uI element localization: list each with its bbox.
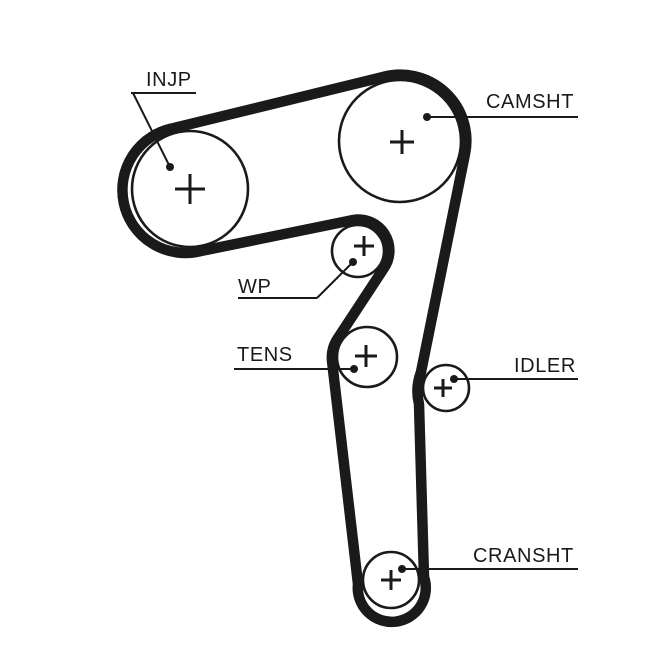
camsht-pulley-circle <box>337 78 463 204</box>
callout-injp: INJP <box>131 69 196 171</box>
cransht-center-cross-icon <box>381 570 401 590</box>
injp-leader-dot <box>166 163 174 171</box>
pulley-idler <box>421 363 471 413</box>
injp-pulley-circle <box>130 129 250 249</box>
pulley-camsht <box>337 78 463 204</box>
callout-camsht: CAMSHT <box>423 91 578 121</box>
pulley-cransht <box>361 550 421 610</box>
tens-pulley-circle <box>335 325 399 389</box>
tens-label: TENS <box>237 344 293 366</box>
pulley-injp <box>130 129 250 249</box>
idler-pulley-circle <box>421 363 471 413</box>
idler-label: IDLER <box>514 355 576 377</box>
injp-leader-line <box>131 92 196 168</box>
tens-center-cross-icon <box>355 345 377 367</box>
pulley-wp <box>330 223 386 279</box>
cransht-leader-dot <box>398 565 406 573</box>
callout-wp: WP <box>238 258 357 299</box>
injp-label: INJP <box>146 69 192 91</box>
callout-tens: TENS <box>234 344 358 373</box>
wp-pulley-circle <box>330 223 386 279</box>
wp-center-cross-icon <box>354 236 374 256</box>
callout-cransht: CRANSHT <box>398 545 578 573</box>
cransht-pulley-circle <box>361 550 421 610</box>
cransht-label: CRANSHT <box>473 545 574 567</box>
idler-leader-dot <box>450 375 458 383</box>
camsht-label: CAMSHT <box>486 91 574 113</box>
pulley-tens <box>335 325 399 389</box>
callout-idler: IDLER <box>450 355 578 383</box>
injp-center-cross-icon <box>175 174 205 204</box>
camsht-center-cross-icon <box>390 130 414 154</box>
idler-center-cross-icon <box>434 379 452 397</box>
timing-belt <box>117 69 472 628</box>
tens-leader-dot <box>350 365 358 373</box>
wp-leader-line <box>238 261 354 299</box>
camsht-leader-dot <box>423 113 431 121</box>
wp-leader-dot <box>349 258 357 266</box>
wp-label: WP <box>238 276 271 298</box>
